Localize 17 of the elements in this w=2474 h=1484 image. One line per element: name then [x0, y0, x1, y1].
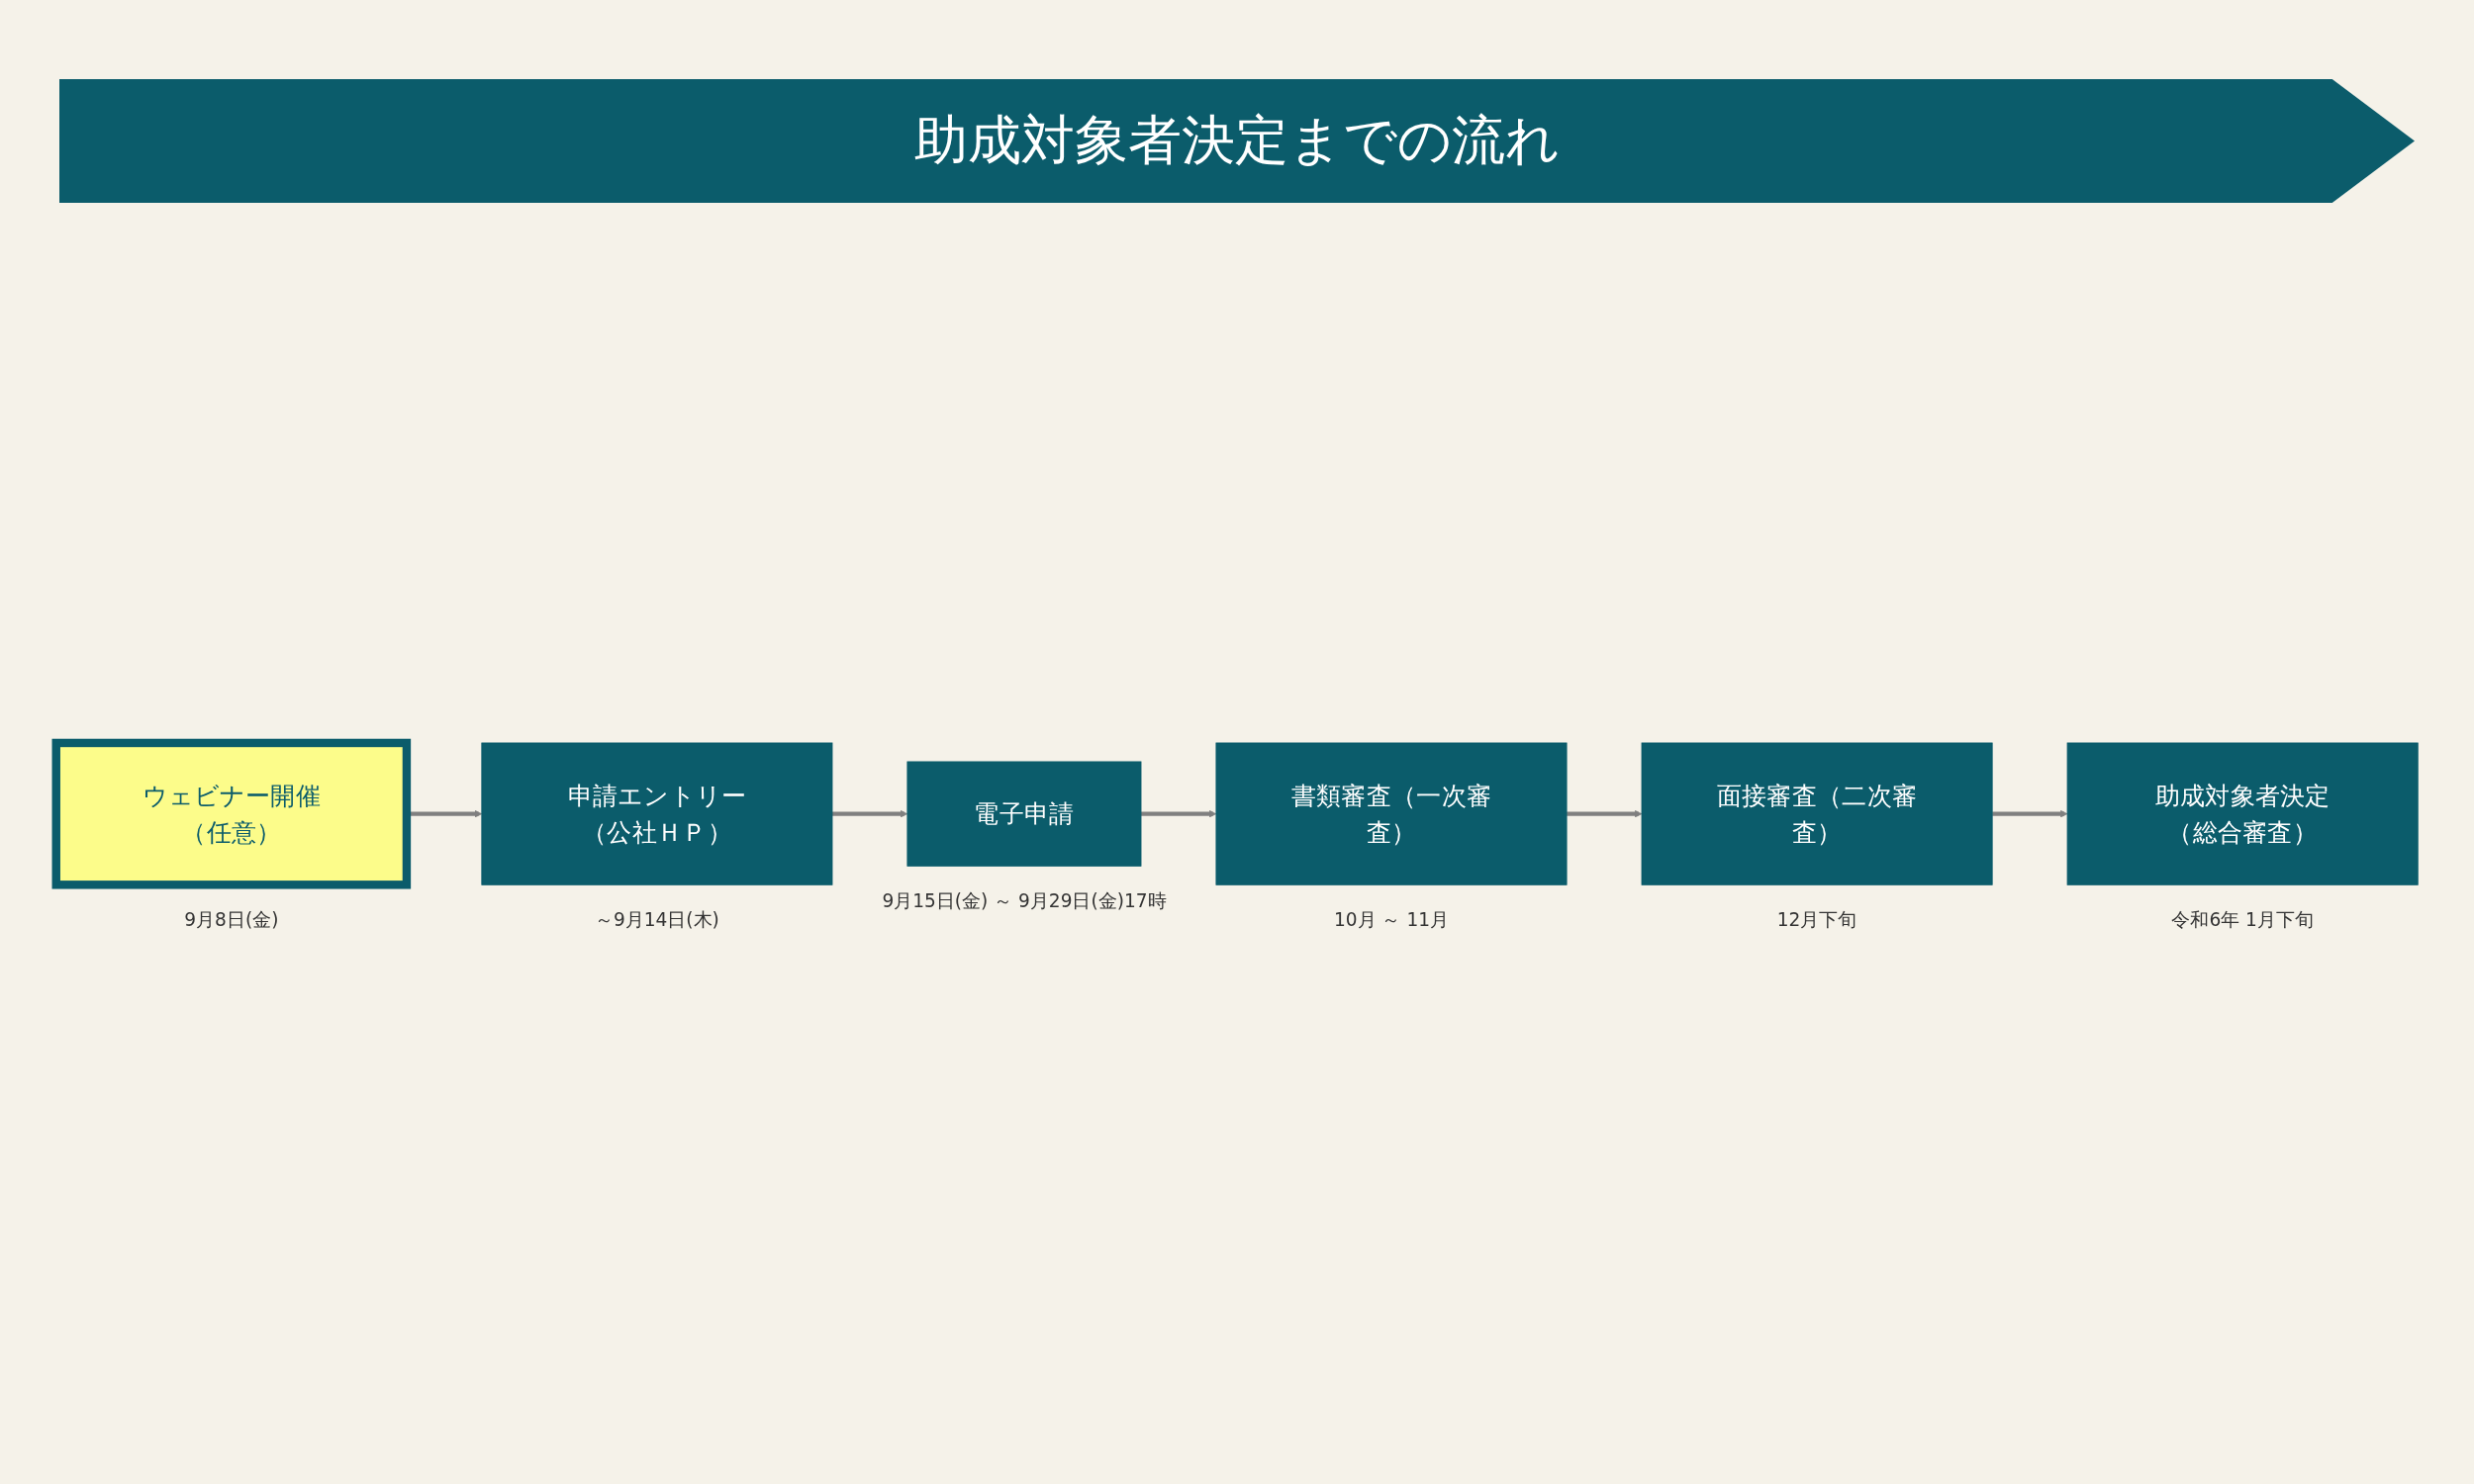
date-label: 令和6年 1月下旬 — [2171, 909, 2314, 930]
node-box: 申請エントリー（公社ＨＰ） — [481, 742, 833, 885]
date-label: ～9月14日(木) — [595, 909, 719, 930]
arrow — [1992, 809, 2068, 817]
date-label: 12月下旬 — [1776, 909, 1857, 930]
date-label: 9月8日(金) — [184, 909, 279, 930]
node-box: ウェビナー開催（任意） — [51, 738, 412, 889]
arrow — [1141, 809, 1217, 817]
date-label: 9月15日(金) ～ 9月29日(金)17時 — [882, 890, 1167, 911]
arrow — [832, 809, 908, 817]
node-box: 面接審査（二次審査） — [1641, 742, 1993, 885]
node-box: 書類審査（一次審査） — [1215, 742, 1568, 885]
date-label: 10月 ～ 11月 — [1334, 909, 1449, 930]
node-box: 電子申請 — [906, 761, 1142, 867]
node-box: 助成対象者決定（総合審査） — [2066, 742, 2419, 885]
title-banner: 助成対象者決定までの流れ — [59, 79, 2415, 203]
arrow — [1567, 809, 1643, 817]
